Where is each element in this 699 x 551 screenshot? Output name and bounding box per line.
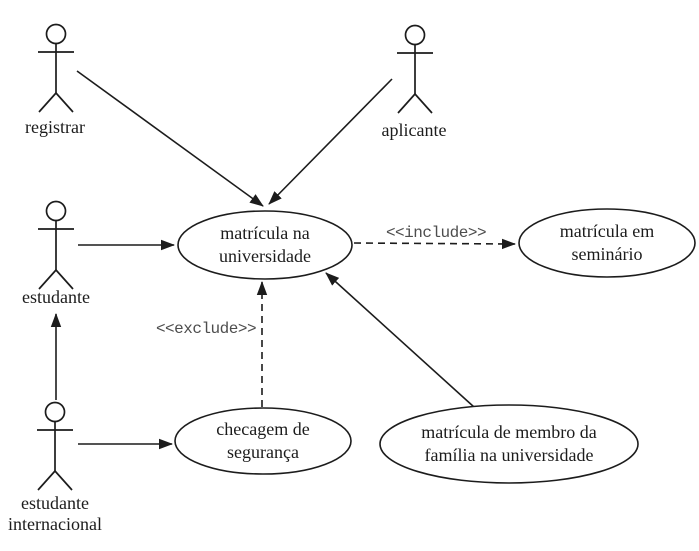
actor-label-estudante: estudante — [22, 287, 90, 307]
edge-include-edge — [353, 238, 516, 250]
usecase-label-line: checagem de — [216, 419, 309, 439]
edge-registrar-to-matricula — [76, 70, 264, 207]
actor-leg-right — [55, 92, 74, 113]
edge-aplicante-to-matricula — [268, 78, 393, 205]
edge-familia-to-matricula — [325, 272, 475, 408]
usecase-label-line: matrícula em — [560, 221, 654, 241]
usecase-label-line: seminário — [572, 244, 643, 264]
usecase-label-line: segurança — [227, 442, 299, 462]
actor-leg-left — [38, 269, 57, 290]
actor-label-aplicante: aplicante — [382, 120, 447, 140]
nodes-layer: matrícula na universidade matrícula em semi… — [37, 23, 696, 491]
edges-layer — [50, 70, 516, 450]
usecase-ellipse — [177, 210, 353, 280]
usecase-ellipse — [379, 404, 639, 484]
actor-estudante — [38, 200, 74, 290]
stereotype-include-label: <<include>> — [386, 224, 486, 242]
stereotype-exclude-label: <<exclude>> — [156, 320, 256, 338]
usecase-matricula-membro-familia: matrícula de membro da família na univers… — [379, 404, 639, 484]
usecase-checagem-de-seguranca: checagem de segurança — [174, 407, 352, 475]
actor-head-icon — [44, 401, 66, 423]
usecase-label-line: matrícula na — [220, 223, 309, 243]
actor-head-icon — [404, 24, 426, 46]
usecase-ellipse — [174, 407, 352, 475]
usecase-label: checagem de segurança — [216, 419, 309, 462]
usecase-matricula-na-universidade: matrícula na universidade — [177, 210, 353, 280]
actor-label2-estudante-internacional: internacional — [8, 514, 102, 534]
usecase-label-line: universidade — [219, 246, 311, 266]
actor-leg-right — [414, 93, 433, 114]
actor-leg-right — [54, 470, 73, 491]
actor-registrar — [38, 23, 74, 113]
actor-aplicante — [397, 24, 433, 114]
usecase-label: matrícula em seminário — [560, 221, 654, 264]
usecase-label: matrícula de membro da família na univers… — [421, 422, 596, 465]
actor-leg-right — [55, 269, 74, 290]
actor-leg-left — [37, 470, 56, 491]
actor-estudante-internacional — [37, 401, 73, 491]
actor-head-icon — [45, 23, 67, 45]
actor-label-estudante-internacional: estudante — [21, 493, 89, 513]
usecase-matricula-em-seminario: matrícula em seminário — [518, 208, 696, 278]
actor-head-icon — [45, 200, 67, 222]
usecase-label-line: matrícula de membro da — [421, 422, 596, 442]
actor-label-registrar: registrar — [25, 117, 85, 137]
usecase-ellipse — [518, 208, 696, 278]
usecase-label-line: família na universidade — [425, 445, 594, 465]
actor-leg-left — [38, 92, 57, 113]
usecase-label: matrícula na universidade — [219, 223, 311, 266]
actor-leg-left — [397, 93, 416, 114]
